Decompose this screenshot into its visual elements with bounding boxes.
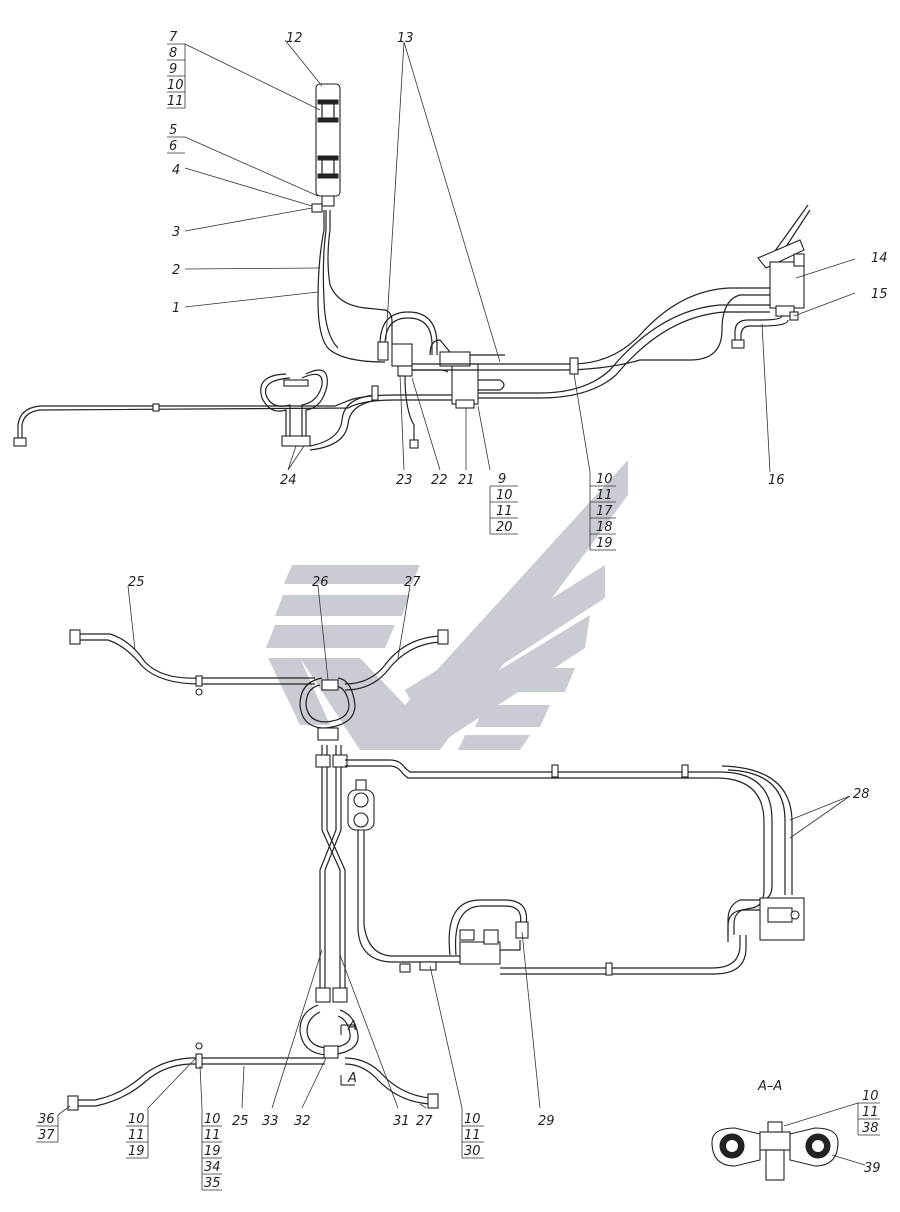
label-21: 21 [458, 473, 475, 488]
stack-36-37-item: 36 [38, 1112, 55, 1127]
stack-10-19b-item: 11 [128, 1128, 145, 1143]
stack-9-20-item: 11 [496, 504, 513, 519]
stack-10-38-item: 38 [862, 1121, 879, 1136]
label-29: 29 [538, 1114, 555, 1129]
stack-10-19b-item: 19 [128, 1144, 145, 1159]
stack-7-11-item: 8 [169, 46, 177, 61]
label-16: 16 [768, 473, 785, 488]
label-13: 13 [397, 31, 414, 46]
stack-7-11-item: 9 [169, 62, 177, 77]
label-27-bottom: 27 [416, 1114, 433, 1129]
stack-9-20-item: 9 [498, 472, 506, 487]
stack-5-6-item: 5 [169, 123, 177, 138]
stack-7-11-item: 11 [167, 94, 184, 109]
section-mark-a-top: A [347, 1019, 357, 1034]
label-31: 31 [393, 1114, 410, 1129]
stack-10-19-item: 11 [596, 488, 613, 503]
stack-10-35-item: 10 [204, 1112, 221, 1127]
stack-box-lines [36, 43, 880, 1191]
stack-10-38-item: 10 [862, 1089, 879, 1104]
stack-9-20-item: 10 [496, 488, 513, 503]
stack-10-35-item: 34 [204, 1160, 221, 1175]
stack-10-19-item: 18 [596, 520, 613, 535]
label-33: 33 [262, 1114, 279, 1129]
label-22: 22 [431, 473, 448, 488]
label-1: 1 [172, 301, 180, 316]
lower-assembly [67, 629, 805, 1111]
label-23: 23 [396, 473, 413, 488]
part-labels: 12 13 4 3 2 1 14 15 16 23 22 21 24 25 26… [128, 31, 888, 1176]
label-28: 28 [853, 787, 870, 802]
label-25-top: 25 [128, 575, 145, 590]
stack-7-11-item: 10 [167, 78, 184, 93]
section-title-a-a: A–A [757, 1079, 782, 1094]
label-39: 39 [864, 1161, 881, 1176]
label-25-bottom: 25 [232, 1114, 249, 1129]
stack-36-37-item: 37 [38, 1128, 55, 1143]
label-2: 2 [172, 263, 180, 278]
stack-10-19-item: 10 [596, 472, 613, 487]
label-3: 3 [172, 225, 180, 240]
label-15: 15 [871, 287, 888, 302]
stack-10-30-item: 30 [464, 1144, 481, 1159]
section-a-a-detail [711, 1121, 839, 1181]
stack-10-19-item: 19 [596, 536, 613, 551]
label-26: 26 [312, 575, 329, 590]
stack-10-30-item: 11 [464, 1128, 481, 1143]
company-logo-watermark [266, 460, 628, 750]
stacked-labels: 7 8 9 10 11 5 6 9 10 11 20 10 11 17 18 1… [38, 30, 879, 1191]
valve-29 [459, 941, 501, 965]
section-mark-a-bottom: A [347, 1071, 357, 1086]
label-4: 4 [172, 163, 180, 178]
stack-10-38-item: 11 [862, 1105, 879, 1120]
stack-5-6-item: 6 [169, 139, 177, 154]
label-27-top: 27 [404, 575, 421, 590]
stack-10-35-item: 11 [204, 1128, 221, 1143]
label-12: 12 [286, 31, 303, 46]
stack-7-11-item: 7 [169, 30, 178, 45]
stack-10-19b-item: 10 [128, 1112, 145, 1127]
stack-10-35-item: 19 [204, 1144, 221, 1159]
label-24: 24 [280, 473, 297, 488]
stack-10-19-item: 17 [596, 504, 613, 519]
stack-10-30-item: 10 [464, 1112, 481, 1127]
stack-9-20-item: 20 [496, 520, 513, 535]
label-14: 14 [871, 251, 888, 266]
stack-10-35-item: 35 [204, 1176, 221, 1191]
leader-lines [57, 39, 866, 1166]
label-32: 32 [294, 1114, 311, 1129]
brake-valve-14 [769, 261, 805, 309]
upper-assembly [13, 83, 811, 451]
